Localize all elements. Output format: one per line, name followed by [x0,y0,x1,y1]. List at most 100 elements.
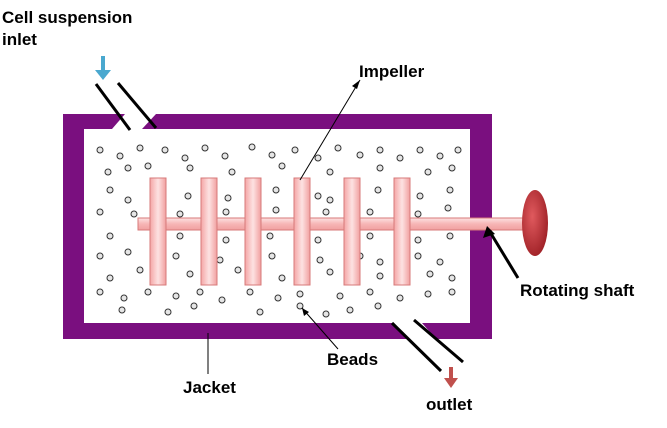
arrow-down-icon [444,367,458,388]
bead [374,302,382,310]
beads-leader-arrowhead [302,308,309,316]
bead [454,146,462,154]
bead [278,162,286,170]
bead [444,204,452,212]
bead [144,288,152,296]
impeller-blade [393,177,411,286]
bead [130,210,138,218]
bead [268,151,276,159]
bead [104,168,112,176]
bead [291,146,299,154]
bead [106,232,114,240]
bead [228,168,236,176]
impeller-blade [200,177,218,286]
outlet-pipe-wall-left [390,321,443,373]
bead [190,302,198,310]
bead [322,310,330,318]
bead [446,232,454,240]
bead [334,144,342,152]
bead [336,292,344,300]
bead [326,268,334,276]
bead [172,252,180,260]
bead [346,306,354,314]
outlet-label: outlet [426,395,473,414]
bead [424,168,432,176]
bead [96,208,104,216]
inlet-pipe-wall-left [94,83,132,131]
beads-label: Beads [327,350,379,369]
bead [326,196,334,204]
bead [256,308,264,316]
bead [268,252,276,260]
outlet-pipe-wall-right [413,318,464,364]
bead [314,154,322,162]
bead [96,252,104,260]
bead [201,144,209,152]
bead [414,210,422,218]
bead [448,288,456,296]
beads-leader-line [301,307,339,350]
inlet-label-line2: inlet [2,30,37,49]
bead [120,294,128,302]
bead [186,270,194,278]
bead [246,288,254,296]
bead [222,208,230,216]
bead [296,302,304,310]
shaft-leader-arrowhead [483,226,495,238]
bead [416,146,424,154]
bead [234,266,242,274]
bead [161,146,169,154]
bead [414,252,422,260]
bead [322,208,330,216]
arrow-down-icon [95,56,111,80]
bead [136,144,144,152]
bead [376,164,384,172]
bead [266,232,274,240]
shaft-leader-line [488,231,520,279]
bead [136,266,144,274]
bead [124,248,132,256]
inlet-pipe-wall-right [116,82,158,129]
bead [124,164,132,172]
bead [176,210,184,218]
bead [314,192,322,200]
bead [272,186,280,194]
impeller-label: Impeller [359,62,425,81]
bead [326,168,334,176]
bead [224,194,232,202]
bead [376,146,384,154]
impeller-blade [293,177,311,286]
bead [448,164,456,172]
impeller-leader-arrowhead [352,80,360,89]
bead [116,152,124,160]
impeller-blade [244,177,262,286]
bead [184,192,192,200]
shaft-end-disc [522,190,548,256]
bead [164,308,172,316]
impeller-blade [343,177,361,286]
inlet-pipe-gap [112,114,156,129]
bead [314,236,322,244]
bead [376,258,384,266]
bead [366,288,374,296]
bead [356,151,364,159]
bead [196,288,204,296]
bead [124,196,132,204]
bead [366,232,374,240]
bead [448,274,456,282]
bead [446,186,454,194]
bead [218,296,226,304]
bead [416,192,424,200]
inlet-label-line1: Cell suspension [2,8,133,27]
impeller-blade [149,177,167,286]
impeller-leader-line [299,79,361,181]
bead [144,162,152,170]
bead [374,186,382,194]
bead [426,270,434,278]
bead [172,292,180,300]
bead [186,164,194,172]
bead [366,208,374,216]
rotating-shaft [137,217,529,231]
bead [296,290,304,298]
